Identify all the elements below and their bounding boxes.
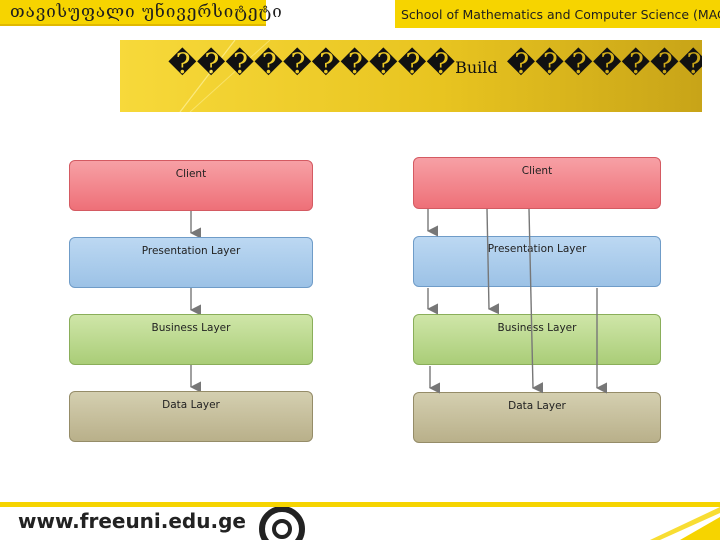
slide-title-left: ���������� <box>168 47 456 80</box>
footer-divider <box>0 502 720 507</box>
right-business-label: Business Layer <box>497 322 577 334</box>
slide-title-middle: Build <box>455 58 498 77</box>
right-data-label: Data Layer <box>508 400 566 412</box>
freeuni-logo-icon <box>252 506 312 544</box>
left-client-label: Client <box>175 168 207 180</box>
university-name: თავისუფალი უნივერსიტეტი <box>10 2 283 22</box>
school-name: School of Mathematics and Computer Scien… <box>401 6 720 22</box>
top-header: თავისუფალი უნივერსიტეტი School of Mathem… <box>0 0 720 30</box>
left-business-label: Business Layer <box>151 322 231 334</box>
left-presentation-label: Presentation Layer <box>141 245 241 257</box>
slide-title-right: ������� <box>506 47 702 80</box>
slide-title: ����������Build ������� <box>168 50 702 78</box>
left-data-box: Data Layer <box>69 391 313 442</box>
right-client-label: Client <box>521 165 553 177</box>
left-client-box: Client <box>69 160 313 211</box>
slide-title-band: ����������Build ������� <box>120 40 702 112</box>
left-business-box: Business Layer <box>69 314 313 365</box>
left-presentation-box: Presentation Layer <box>69 237 313 288</box>
arrow-client-to-business <box>486 208 500 315</box>
right-client-box: Client <box>413 157 661 209</box>
school-name-banner: School of Mathematics and Computer Scien… <box>395 0 720 28</box>
right-data-box: Data Layer <box>413 392 661 443</box>
right-presentation-box: Presentation Layer <box>413 236 661 287</box>
arrow-client-to-data <box>528 208 544 394</box>
footer-website[interactable]: www.freeuni.edu.ge <box>18 509 246 533</box>
title-band-decoration <box>179 40 271 112</box>
left-data-label: Data Layer <box>162 399 220 411</box>
university-name-banner: თავისუფალი უნივერსიტეტი <box>0 0 282 26</box>
footer-stripe-decoration <box>560 507 720 540</box>
right-business-box: Business Layer <box>413 314 661 365</box>
right-presentation-label: Presentation Layer <box>487 243 587 255</box>
